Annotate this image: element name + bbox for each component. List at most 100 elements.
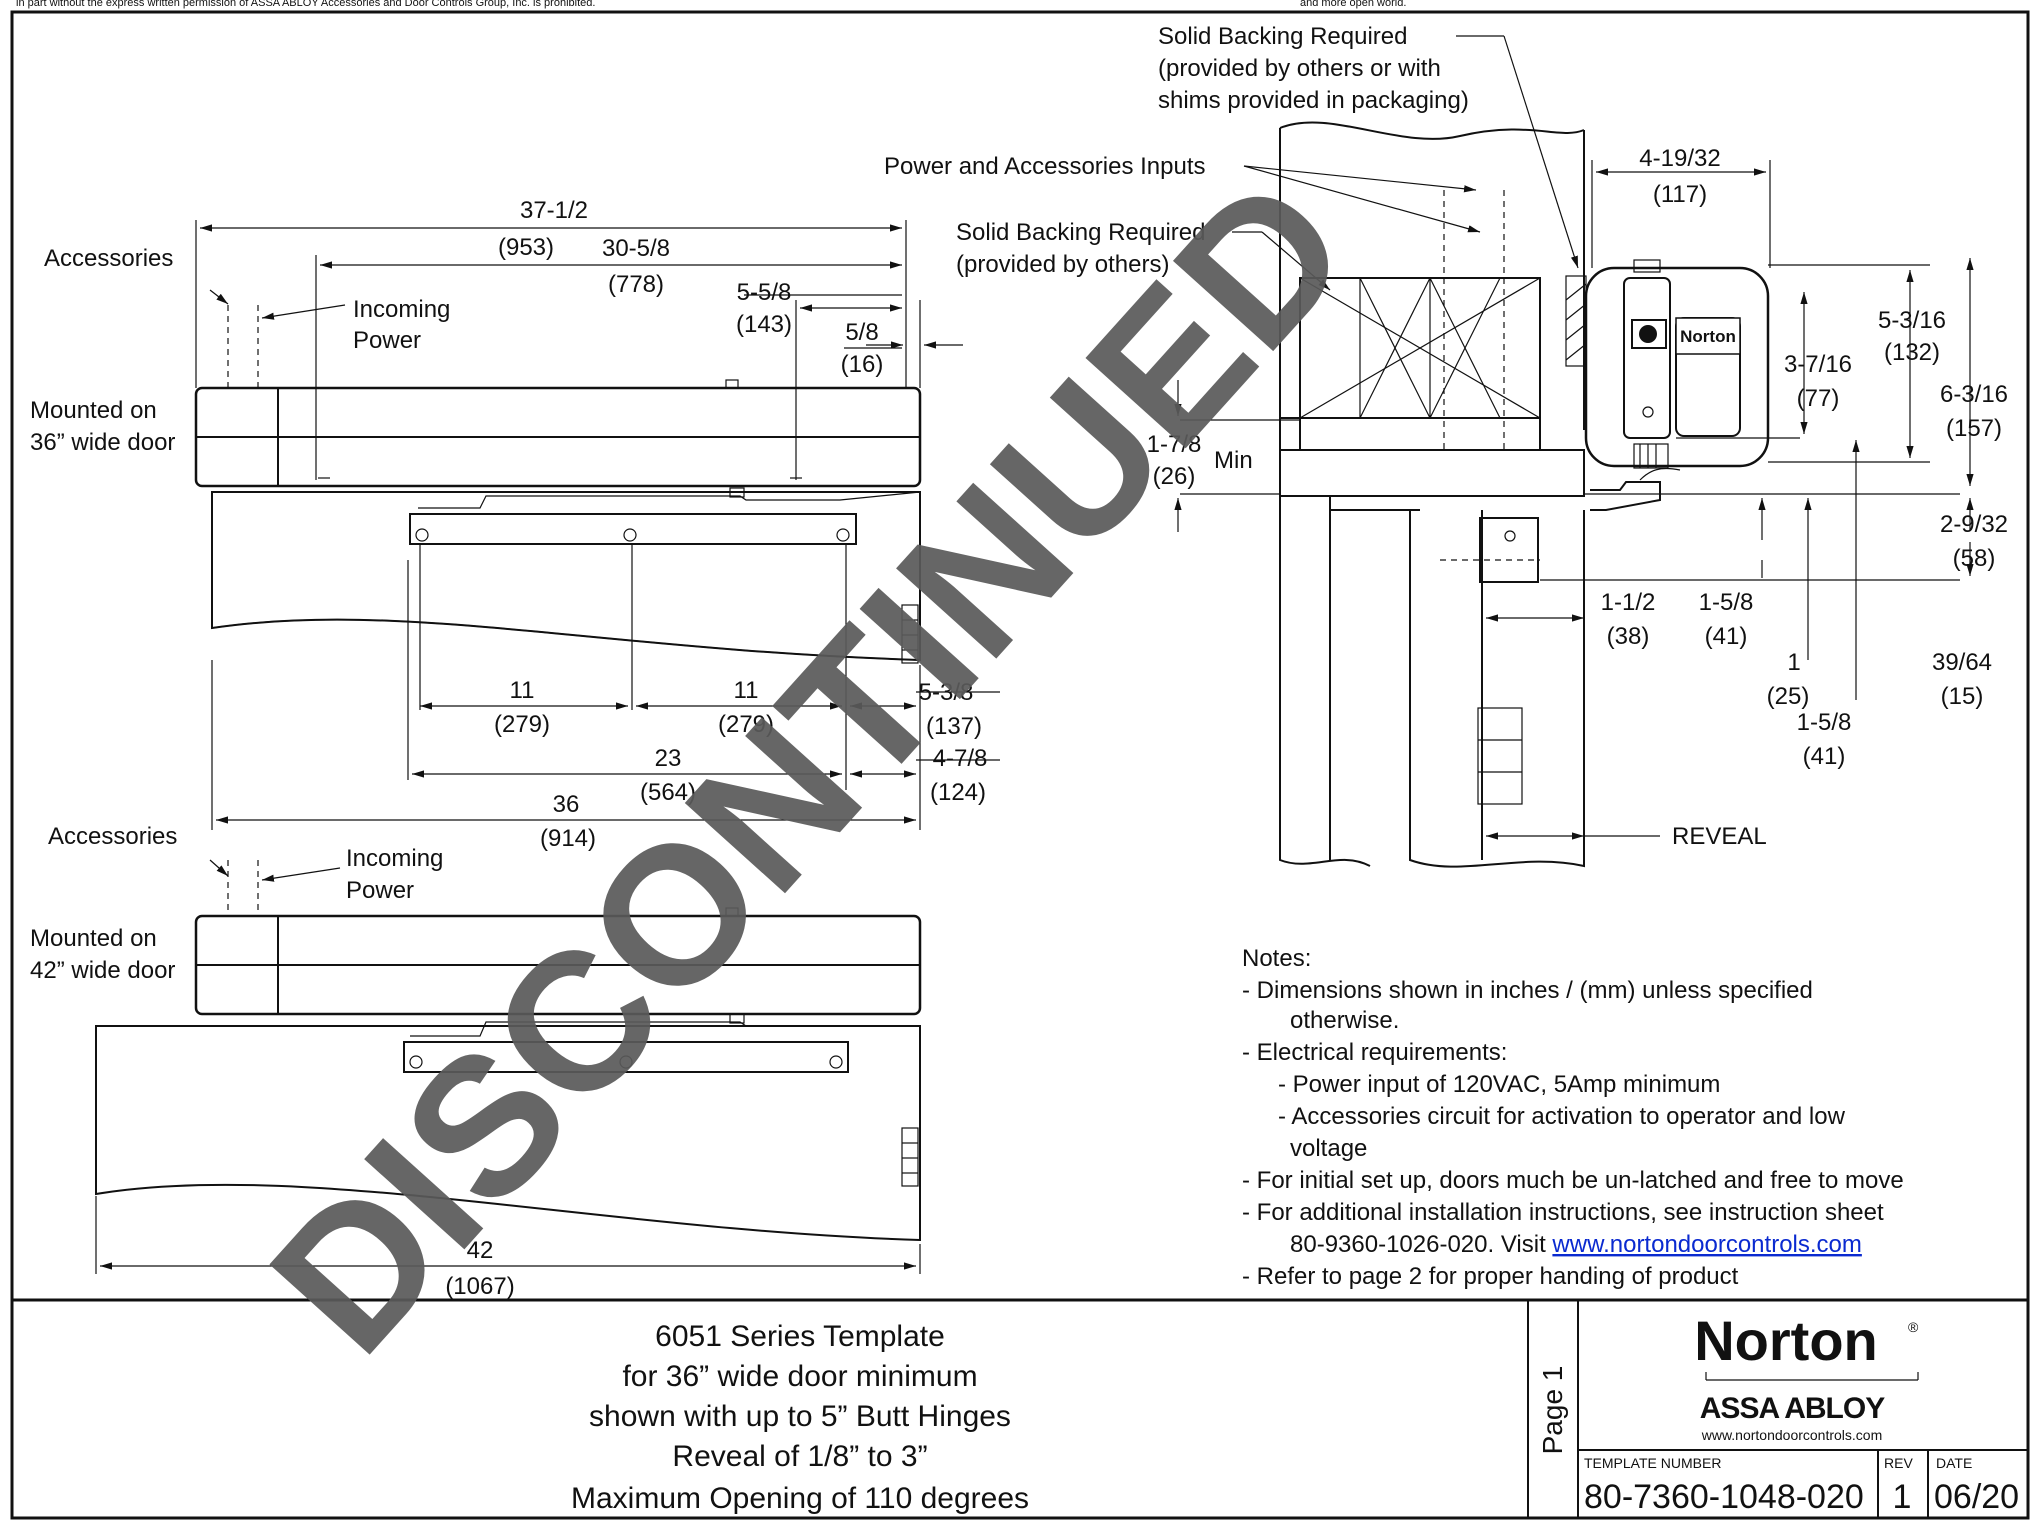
title-website: www.nortondoorcontrols.com xyxy=(1701,1427,1883,1443)
norton-logo: Norton xyxy=(1694,1309,1878,1372)
assa-abloy-logo: ASSA ABLOY xyxy=(1700,1392,1885,1425)
dim-2-9-32-mm: (58) xyxy=(1953,545,1996,572)
mounted-on-label-line2: 36” wide door xyxy=(30,429,175,456)
mounted-on-42-line2: 42” wide door xyxy=(30,957,175,984)
norton-badge: Norton xyxy=(1680,327,1736,346)
template-number-label: TEMPLATE NUMBER xyxy=(1584,1455,1721,1471)
rev-value: 1 xyxy=(1893,1478,1912,1516)
drawing-border xyxy=(10,10,2030,1520)
note-line-7: - For initial set up, doors much be un-l… xyxy=(1242,1167,1904,1194)
dim-30-5-8-mm: (778) xyxy=(608,271,664,298)
dim-3-7-16-mm: (77) xyxy=(1797,385,1840,412)
reveal-label: REVEAL xyxy=(1672,823,1767,850)
dim-23-in: 23 xyxy=(655,745,682,772)
title-line-1: 6051 Series Template xyxy=(655,1320,945,1353)
dim-4-19-32-mm: (117) xyxy=(1653,181,1707,208)
dim-36-mm: (914) xyxy=(540,825,596,852)
dim-3-7-16-in: 3-7/16 xyxy=(1784,351,1852,378)
solid-backing-top-line1: Solid Backing Required xyxy=(1158,23,1407,50)
dim-5-5-8-in: 5-5/8 xyxy=(737,279,792,306)
dim-23-mm: (564) xyxy=(640,779,696,806)
notes-heading: Notes: xyxy=(1242,945,1311,972)
date-label: DATE xyxy=(1936,1455,1972,1471)
section-view xyxy=(1174,35,1974,868)
operator-42-inch-labels: Accessories Incoming Power Mounted on 42… xyxy=(30,823,515,1300)
mounted-on-label-line1: Mounted on xyxy=(30,397,157,424)
dim-1-1-2-mm: (38) xyxy=(1607,623,1650,650)
note-line-6: voltage xyxy=(1290,1135,1367,1162)
website-link[interactable]: www.nortondoorcontrols.com xyxy=(1551,1231,1861,1258)
dim-5-3-16-in: 5-3/16 xyxy=(1878,307,1946,334)
title-line-3: shown with up to 5” Butt Hinges xyxy=(589,1400,1011,1433)
dim-2-9-32-in: 2-9/32 xyxy=(1940,511,2008,538)
section-view-labels: Norton Solid Backing Required (provided … xyxy=(884,23,2008,850)
dim-1-5-8-b-in: 1-5/8 xyxy=(1797,709,1852,736)
incoming-power-label-line2: Power xyxy=(353,327,421,354)
note-line-3: - Electrical requirements: xyxy=(1242,1039,1507,1066)
dim-5-5-8-mm: (143) xyxy=(736,311,792,338)
dim-5-8-in: 5/8 xyxy=(845,319,878,346)
mounted-on-42-line1: Mounted on xyxy=(30,925,157,952)
title-line-4: Reveal of 1/8” to 3” xyxy=(672,1440,927,1473)
dim-4-7-8-in: 4-7/8 xyxy=(933,745,988,772)
dim-5-8-mm: (16) xyxy=(841,351,884,378)
note-line-8: - For additional installation instructio… xyxy=(1242,1199,1884,1226)
dim-overall-mm: (953) xyxy=(498,234,554,261)
discontinued-watermark: DISCONTINUED xyxy=(229,137,1390,1392)
note-line-1: - Dimensions shown in inches / (mm) unle… xyxy=(1242,977,1813,1004)
note-line-2: otherwise. xyxy=(1290,1007,1399,1034)
dim-11-b-in: 11 xyxy=(734,677,759,704)
date-value: 06/20 xyxy=(1934,1478,2019,1516)
dim-30-5-8-in: 30-5/8 xyxy=(602,235,670,262)
dim-39-64-in: 39/64 xyxy=(1932,649,1992,676)
dim-5-3-8-in: 5-3/8 xyxy=(919,679,974,706)
dim-1-mm: (25) xyxy=(1767,683,1810,710)
notes-block: Notes: - Dimensions shown in inches / (m… xyxy=(1242,945,1904,1290)
incoming-power-label-line1: Incoming xyxy=(353,296,450,323)
copyright-notice: in part without the express written perm… xyxy=(16,0,595,9)
dim-1-7-8-min: Min xyxy=(1214,447,1253,474)
dim-4-19-32-in: 4-19/32 xyxy=(1639,145,1720,172)
template-number: 80-7360-1048-020 xyxy=(1584,1478,1864,1516)
dim-overall-in: 37-1/2 xyxy=(520,197,588,224)
dim-1-5-8-a-mm: (41) xyxy=(1705,623,1748,650)
registered-mark: ® xyxy=(1908,1319,1919,1335)
title-block: 6051 Series Template for 36” wide door m… xyxy=(571,1309,2019,1516)
incoming-power-42-line2: Power xyxy=(346,877,414,904)
operator-36-inch-view xyxy=(194,220,1000,830)
dim-42-mm: (1067) xyxy=(445,1273,514,1300)
dim-11-a-mm: (279) xyxy=(494,711,550,738)
dim-1-7-8-in: 1-7/8 xyxy=(1147,431,1202,458)
rev-label: REV xyxy=(1884,1455,1913,1471)
accessories-label: Accessories xyxy=(44,245,173,272)
dim-1-in: 1 xyxy=(1787,649,1800,676)
solid-backing-mid-line1: Solid Backing Required xyxy=(956,219,1205,246)
page-number: Page 1 xyxy=(1537,1366,1568,1455)
dim-1-7-8-mm: (26) xyxy=(1153,463,1196,490)
note-line-10: - Refer to page 2 for proper handing of … xyxy=(1242,1263,1739,1290)
title-line-5: Maximum Opening of 110 degrees xyxy=(571,1482,1029,1515)
power-accessories-inputs-label: Power and Accessories Inputs xyxy=(884,153,1206,180)
dim-42-in: 42 xyxy=(467,1237,494,1264)
solid-backing-mid-line2: (provided by others) xyxy=(956,251,1169,278)
title-line-2: for 36” wide door minimum xyxy=(622,1360,977,1393)
dim-1-1-2-in: 1-1/2 xyxy=(1601,589,1656,616)
note-line-4: - Power input of 120VAC, 5Amp minimum xyxy=(1278,1071,1720,1098)
svg-text:80-9360-1026-020. Visit www.no: 80-9360-1026-020. Visit www.nortondoorco… xyxy=(1290,1231,1862,1258)
dim-5-3-16-mm: (132) xyxy=(1884,339,1940,366)
incoming-power-42-line1: Incoming xyxy=(346,845,443,872)
dim-6-3-16-in: 6-3/16 xyxy=(1940,381,2008,408)
solid-backing-top-line2: (provided by others or with xyxy=(1158,55,1441,82)
note-line-5: - Accessories circuit for activation to … xyxy=(1278,1103,1846,1130)
dim-11-b-mm: (279) xyxy=(718,711,774,738)
operator-42-inch-view xyxy=(95,859,922,1274)
dim-36-in: 36 xyxy=(553,791,580,818)
dim-39-64-mm: (15) xyxy=(1941,683,1984,710)
solid-backing-top-line3: shims provided in packaging) xyxy=(1158,87,1469,114)
copyright-notice-tail: and more open world. xyxy=(1300,0,1406,9)
dim-4-7-8-mm: (124) xyxy=(930,779,986,806)
dim-5-3-8-mm: (137) xyxy=(926,713,982,740)
accessories-label-42: Accessories xyxy=(48,823,177,850)
dim-1-5-8-a-in: 1-5/8 xyxy=(1699,589,1754,616)
